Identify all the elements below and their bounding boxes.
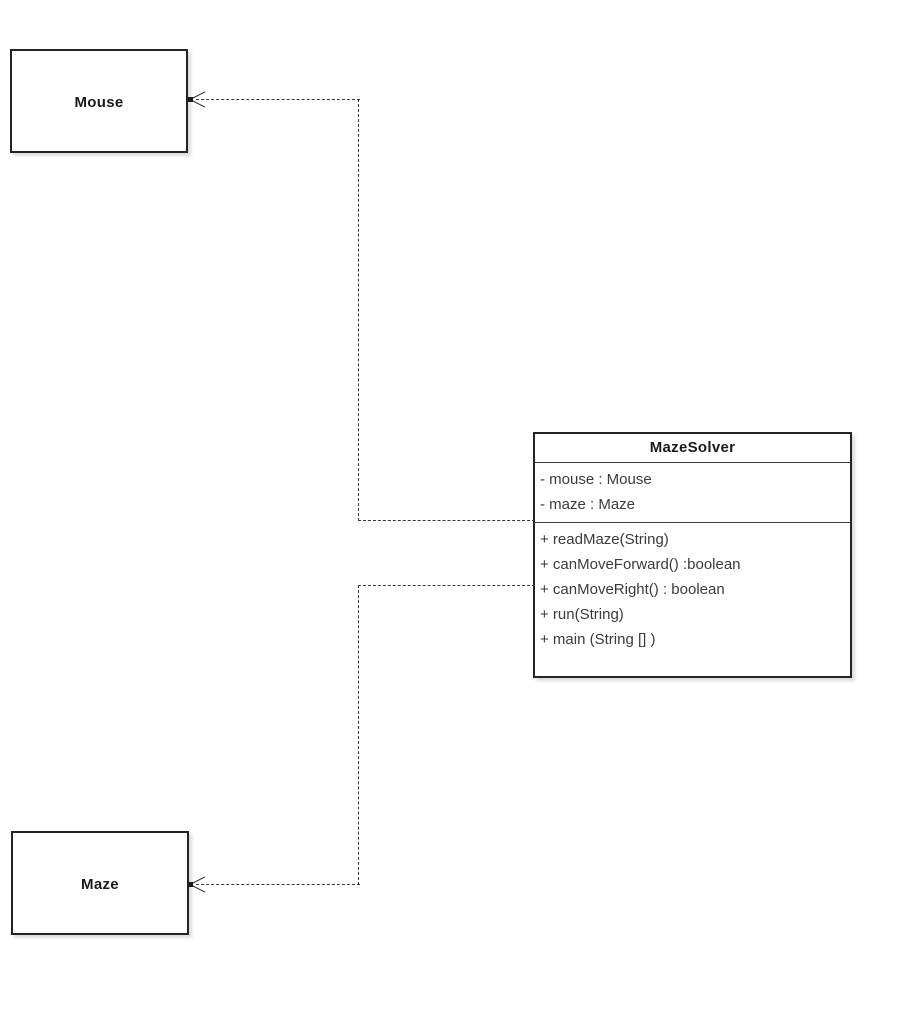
dependency-maze-vertical — [358, 585, 359, 885]
operation-row: + canMoveRight() : boolean — [540, 581, 725, 598]
mazesolver-header-compartment: MazeSolver — [535, 434, 850, 462]
class-box-maze[interactable]: Maze — [11, 831, 189, 935]
dependency-maze-horizontal-top — [358, 585, 535, 586]
mazesolver-operations-compartment: + readMaze(String) + canMoveForward() :b… — [535, 522, 850, 657]
operation-row: + main (String [] ) — [540, 631, 656, 648]
dependency-mouse-horizontal-bottom — [358, 520, 535, 521]
attribute-row: - mouse : Mouse — [540, 471, 652, 488]
attribute-row: - maze : Maze — [540, 496, 636, 513]
class-name-mazesolver: MazeSolver — [649, 439, 736, 456]
dependency-mouse-horizontal-top — [196, 99, 360, 100]
mazesolver-attributes-compartment: - mouse : Mouse - maze : Maze — [535, 462, 850, 522]
dependency-mouse-vertical — [358, 99, 359, 521]
class-box-mouse[interactable]: Mouse — [10, 49, 188, 153]
class-name-mouse: Mouse — [74, 94, 124, 111]
dependency-maze-horizontal-bottom — [196, 884, 360, 885]
operation-row: + run(String) — [540, 606, 624, 623]
class-box-mazesolver[interactable]: MazeSolver - mouse : Mouse - maze : Maze… — [533, 432, 852, 678]
class-name-maze: Maze — [81, 876, 119, 893]
operation-row: + readMaze(String) — [540, 531, 669, 548]
operation-row: + canMoveForward() :boolean — [540, 556, 741, 573]
